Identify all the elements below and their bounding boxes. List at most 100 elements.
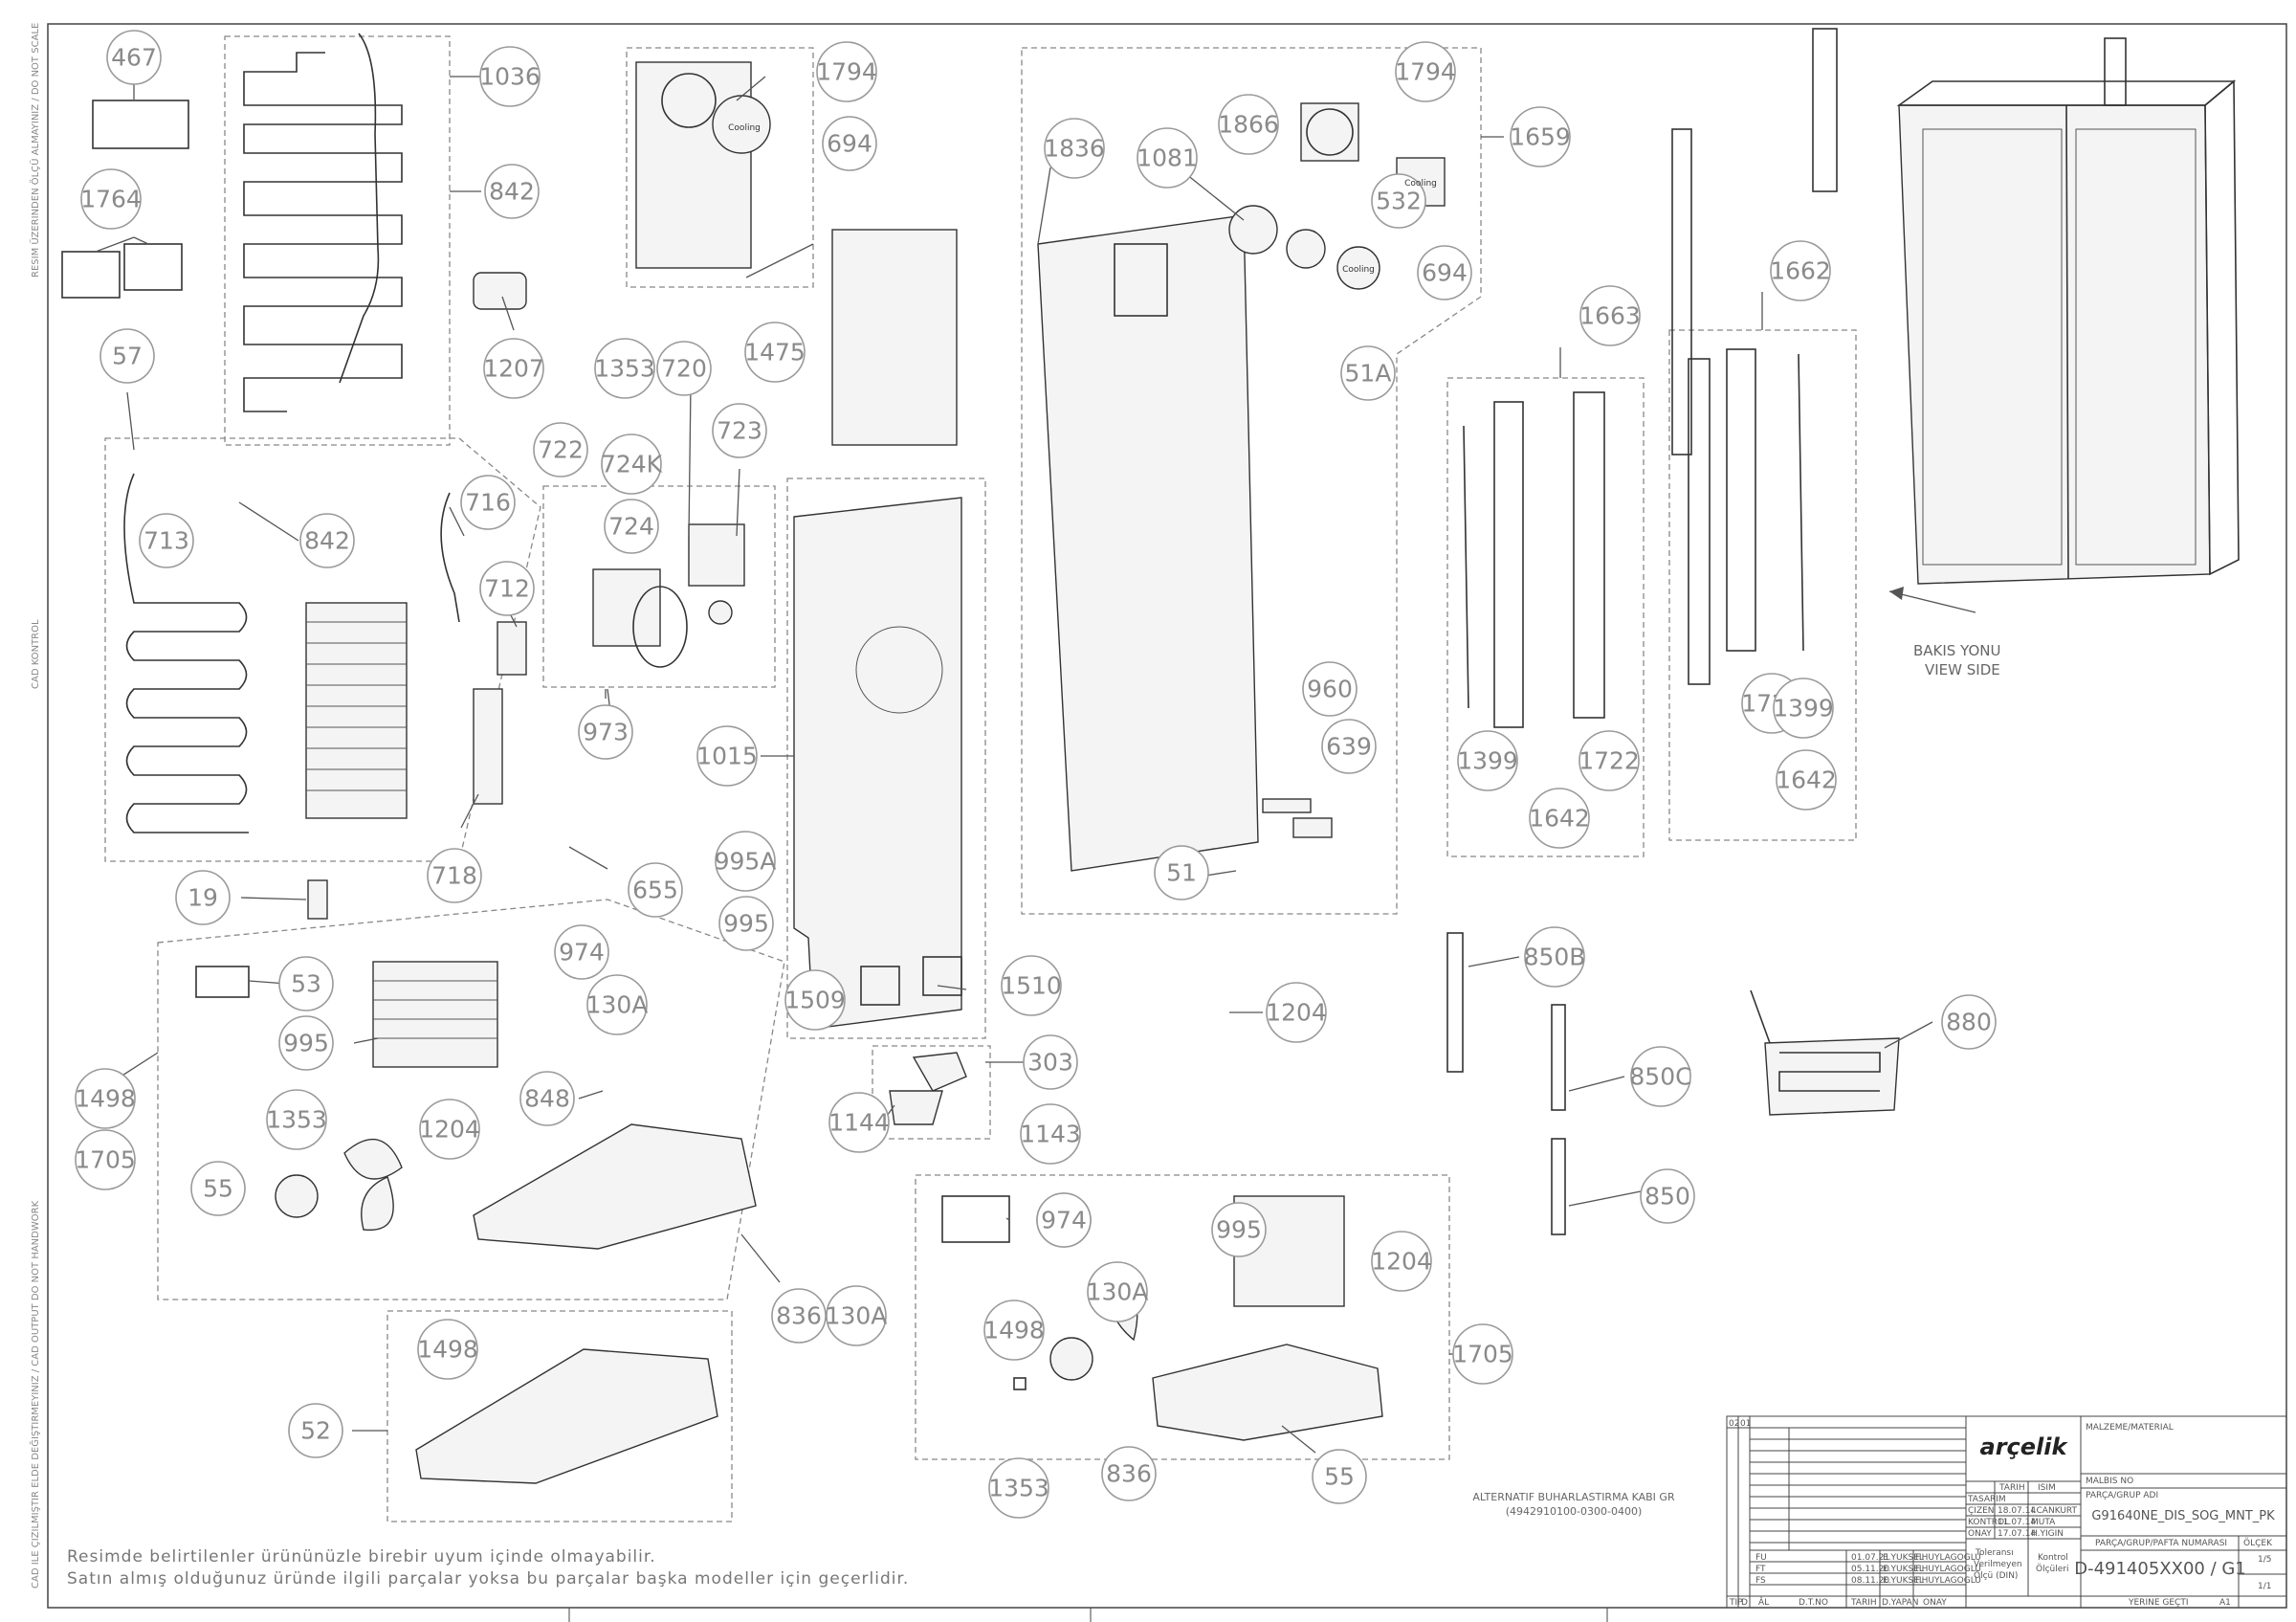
part-callout-label: 842 — [489, 178, 535, 206]
part-callout-label: 1204 — [1371, 1248, 1432, 1276]
part-callout-848: 848 — [519, 1071, 575, 1126]
part-callout-1399: 1399 — [1773, 678, 1834, 739]
part-callout-1866: 1866 — [1218, 94, 1279, 155]
part-callout-694: 694 — [822, 116, 877, 171]
part-callout-1015: 1015 — [696, 725, 758, 787]
part-callout-label: 1794 — [816, 58, 877, 86]
part-callout-995: 995 — [1211, 1202, 1267, 1257]
sticker-text-3: Cooling — [1342, 265, 1375, 275]
part-callout-1642: 1642 — [1529, 788, 1590, 849]
part-callout-label: 1659 — [1510, 123, 1571, 151]
part-callout-467: 467 — [106, 30, 162, 85]
part-callout-label: 1036 — [479, 63, 541, 91]
title-scale: 1/5 — [2258, 1555, 2271, 1565]
part-callout-995a: 995A — [715, 831, 776, 892]
part-callout-label: 694 — [827, 130, 872, 158]
part-callout-label: 1764 — [80, 186, 142, 213]
part-callout-label: 55 — [1324, 1463, 1355, 1491]
part-callout-694: 694 — [1417, 245, 1472, 300]
part-callout-label: 1498 — [75, 1085, 136, 1113]
part-callout-712: 712 — [479, 561, 535, 616]
title-col-date: TARIH — [1998, 1483, 2025, 1493]
part-callout-130a: 130A — [1087, 1261, 1148, 1322]
part-callout-label: 1207 — [483, 355, 544, 383]
title-rev-3-date: 08.11.20 — [1851, 1576, 1889, 1586]
part-callout-655: 655 — [628, 862, 683, 918]
title-tolerance-2: Verilmeyen — [1974, 1560, 2022, 1569]
title-row-approve-role: ONAY — [1968, 1529, 1992, 1539]
part-callout-label: 1353 — [266, 1106, 327, 1134]
part-callout-label: 52 — [300, 1417, 331, 1445]
part-callout-960: 960 — [1302, 661, 1358, 717]
part-callout-label: 718 — [431, 862, 477, 890]
title-sheet: 1/1 — [2258, 1582, 2271, 1591]
title-rev-1-approver: F.HUYLAGOGLU — [1915, 1553, 1981, 1563]
title-tolerance-1: Toleransı — [1975, 1548, 2014, 1558]
part-callout-label: 1399 — [1457, 747, 1518, 775]
title-rev-1-date: 01.07.21 — [1851, 1553, 1889, 1563]
part-callout-718: 718 — [427, 848, 482, 903]
title-footer-date: TARIH — [1850, 1598, 1877, 1608]
view-side-label: BAKIS YONU — [1913, 642, 2000, 659]
title-rev-3-approver: F.HUYLAGOGLU — [1915, 1576, 1981, 1586]
title-group-label: PARÇA/GRUP ADI — [2086, 1491, 2158, 1500]
part-callout-label: 1663 — [1579, 302, 1641, 330]
part-callout-1353: 1353 — [988, 1457, 1049, 1519]
part-callout-55: 55 — [190, 1161, 246, 1216]
part-callout-label: 1642 — [1529, 805, 1590, 833]
part-callout-1204: 1204 — [1371, 1231, 1432, 1292]
part-callout-label: 1143 — [1020, 1121, 1081, 1148]
title-row-drawn-role: ÇIZEN — [1968, 1506, 1995, 1516]
part-callout-label: 19 — [188, 884, 218, 912]
title-rev-3-code: FS — [1755, 1576, 1766, 1586]
part-callout-label: 639 — [1326, 733, 1372, 761]
part-callout-label: 1081 — [1137, 144, 1198, 172]
title-row-approve-name: H.YIGIN — [2031, 1529, 2064, 1539]
title-rev-1-code: FU — [1755, 1553, 1767, 1563]
part-callout-label: 1015 — [696, 743, 758, 770]
part-callout-label: 720 — [661, 355, 707, 383]
part-callout-label: 712 — [484, 575, 530, 603]
part-callout-850b: 850B — [1524, 926, 1586, 988]
alt-tray-code: (4942910100-0300-0400) — [1506, 1505, 1643, 1518]
part-callout-1705: 1705 — [75, 1129, 136, 1190]
part-callout-label: 1399 — [1773, 695, 1834, 722]
part-callout-1207: 1207 — [483, 338, 544, 399]
part-callout-label: 850B — [1524, 944, 1586, 971]
part-callout-723: 723 — [712, 403, 767, 458]
part-callout-1204: 1204 — [1266, 982, 1327, 1043]
part-callout-label: 974 — [559, 939, 605, 967]
part-callout-1659: 1659 — [1510, 106, 1571, 167]
title-tolerance-3: Ölçü (DIN) — [1974, 1570, 2018, 1581]
part-callout-1510: 1510 — [1001, 955, 1062, 1016]
part-callout-1081: 1081 — [1137, 127, 1198, 189]
part-callout-label: 995 — [283, 1030, 329, 1057]
part-shapes — [61, 28, 2240, 1484]
part-callout-label: 722 — [538, 436, 584, 464]
title-footer-tip: TIP — [1729, 1598, 1743, 1608]
title-control-1: Kontrol — [2038, 1553, 2068, 1563]
part-callout-label: 1794 — [1395, 58, 1456, 86]
part-callout-label: 694 — [1422, 259, 1468, 287]
sticker-text-2: Cooling — [1404, 179, 1437, 189]
title-row-check-date: 11.07.14 — [1998, 1518, 2036, 1527]
part-callout-label: 836 — [1106, 1460, 1152, 1488]
part-callout-995: 995 — [278, 1015, 334, 1071]
part-callout-51: 51 — [1154, 845, 1209, 900]
title-footer-by: D.YAPAN — [1882, 1598, 1919, 1608]
part-callout-724: 724 — [604, 499, 659, 554]
part-callout-1498: 1498 — [417, 1319, 478, 1380]
disclaimer-line-1: Resimde belirtilenler ürününüzle birebir… — [67, 1547, 656, 1566]
part-callout-label: 713 — [144, 527, 189, 555]
part-callout-1143: 1143 — [1020, 1103, 1081, 1165]
part-callout-label: 1204 — [419, 1116, 480, 1144]
part-callout-label: 1498 — [417, 1336, 478, 1364]
group-outlines — [104, 35, 1857, 1522]
part-callout-1353: 1353 — [266, 1089, 327, 1150]
part-callout-973: 973 — [578, 704, 633, 760]
part-callout-1764: 1764 — [80, 168, 142, 230]
title-row-check-name: MUTA — [2031, 1518, 2056, 1527]
title-rev-2-by: E.YUKSEL — [1883, 1565, 1924, 1574]
part-callout-label: 655 — [632, 877, 678, 904]
